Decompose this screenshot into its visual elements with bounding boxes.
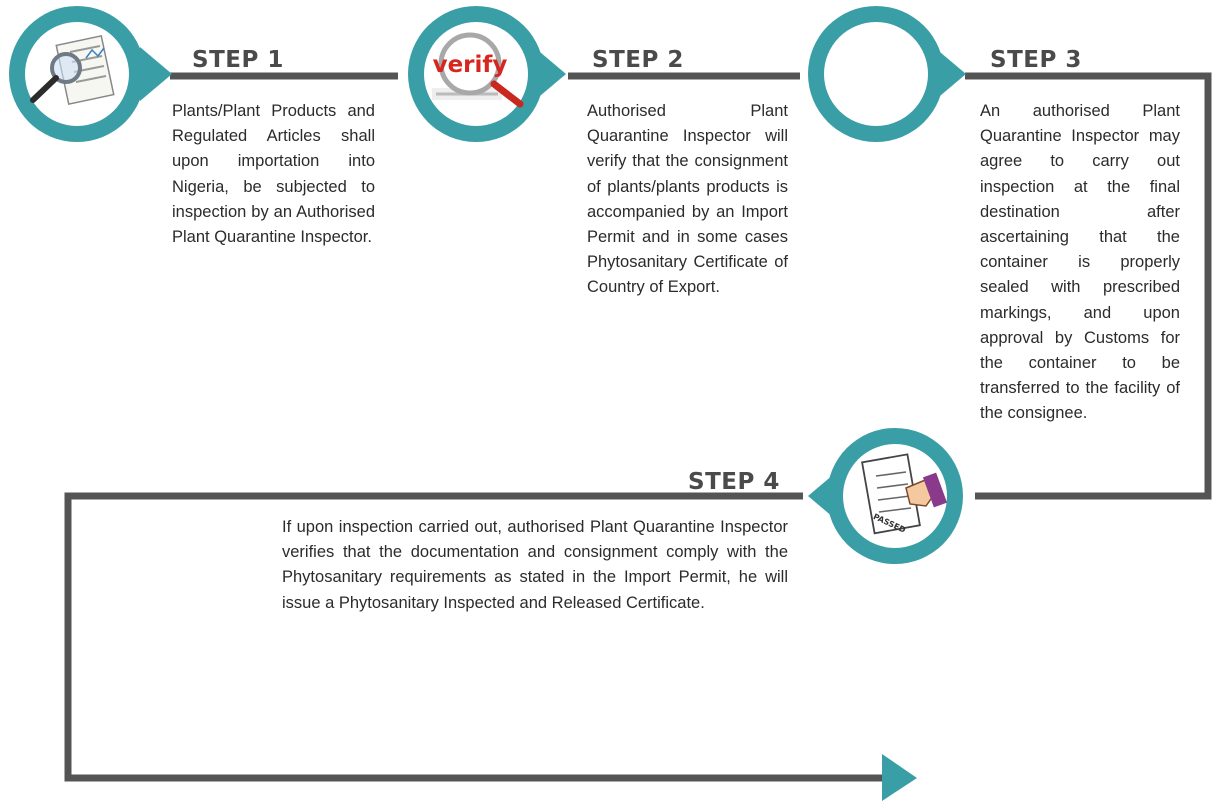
verify-magnifier-icon: verify: [432, 32, 524, 108]
step3-badge: [808, 6, 966, 142]
magnifier-document-icon: [30, 34, 115, 106]
step1-label: STEP 1: [192, 47, 284, 73]
step2-description: Authorised Plant Quarantine Inspector wi…: [587, 102, 788, 297]
step1-badge-pointer: [140, 47, 172, 101]
step1-badge: [9, 6, 172, 142]
step4-badge: PASSED: [808, 428, 963, 564]
step2-label: STEP 2: [592, 47, 684, 73]
step3-label: STEP 3: [990, 47, 1082, 73]
step3-connector: [965, 72, 1212, 500]
step4-label: STEP 4: [688, 469, 780, 495]
step1-description: Plants/Plant Products and Regulated Arti…: [172, 102, 375, 247]
step2-badge: verify: [408, 6, 566, 142]
empty-circle-icon: [824, 22, 928, 126]
step3-description: An authorised Plant Quarantine Inspector…: [980, 102, 1180, 423]
step4-description: If upon inspection carried out, authoris…: [282, 518, 788, 612]
passed-document-icon: PASSED: [861, 453, 948, 535]
step4-connector: [64, 492, 885, 782]
flow-connector-lines: [64, 72, 1212, 782]
verify-icon-text: verify: [433, 52, 508, 78]
flow-end-arrow-icon: [882, 754, 917, 801]
